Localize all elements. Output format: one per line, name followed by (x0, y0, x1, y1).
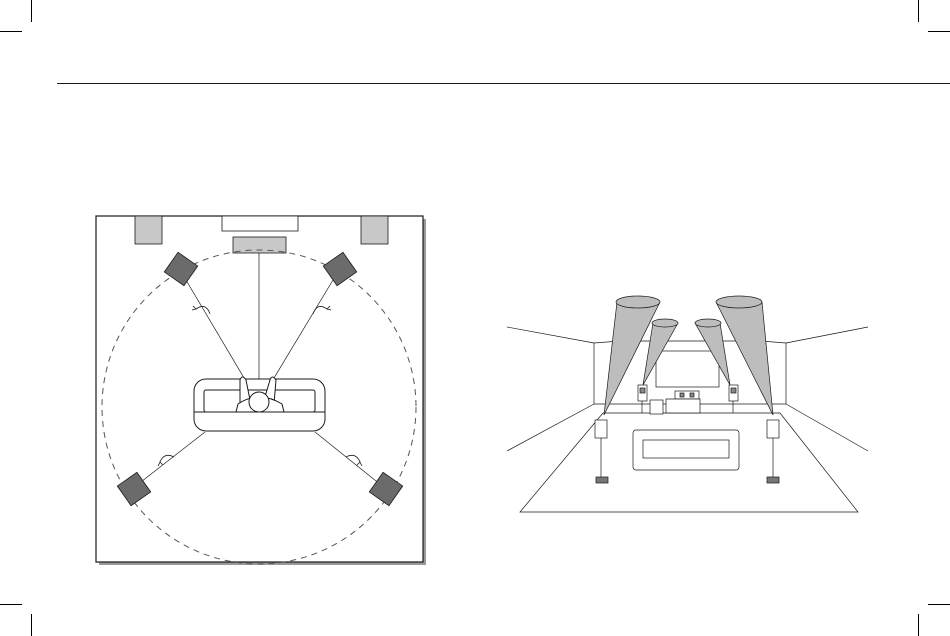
ceiling-edge-left (507, 327, 594, 343)
surround-left-speaker-perspective (595, 420, 607, 438)
floor-edge-left (507, 404, 594, 451)
center-speaker-perspective (675, 391, 699, 399)
tv-screen (222, 216, 298, 231)
tv-screen-perspective (656, 351, 719, 387)
floor-edge-right (786, 404, 868, 451)
center-speaker (233, 237, 286, 253)
sub-right-speaker (361, 216, 388, 244)
surround-right-speaker-perspective (767, 420, 779, 438)
stand-base-right (767, 477, 779, 483)
stand-base-left (596, 477, 608, 483)
top-view-diagram (96, 216, 426, 565)
subwoofer-perspective (650, 400, 663, 414)
sofa-perspective (633, 430, 739, 470)
sub-left-speaker (135, 216, 162, 244)
tv-stand (666, 399, 700, 413)
perspective-view-diagram (507, 296, 868, 512)
ceiling-edge-right (786, 327, 868, 343)
